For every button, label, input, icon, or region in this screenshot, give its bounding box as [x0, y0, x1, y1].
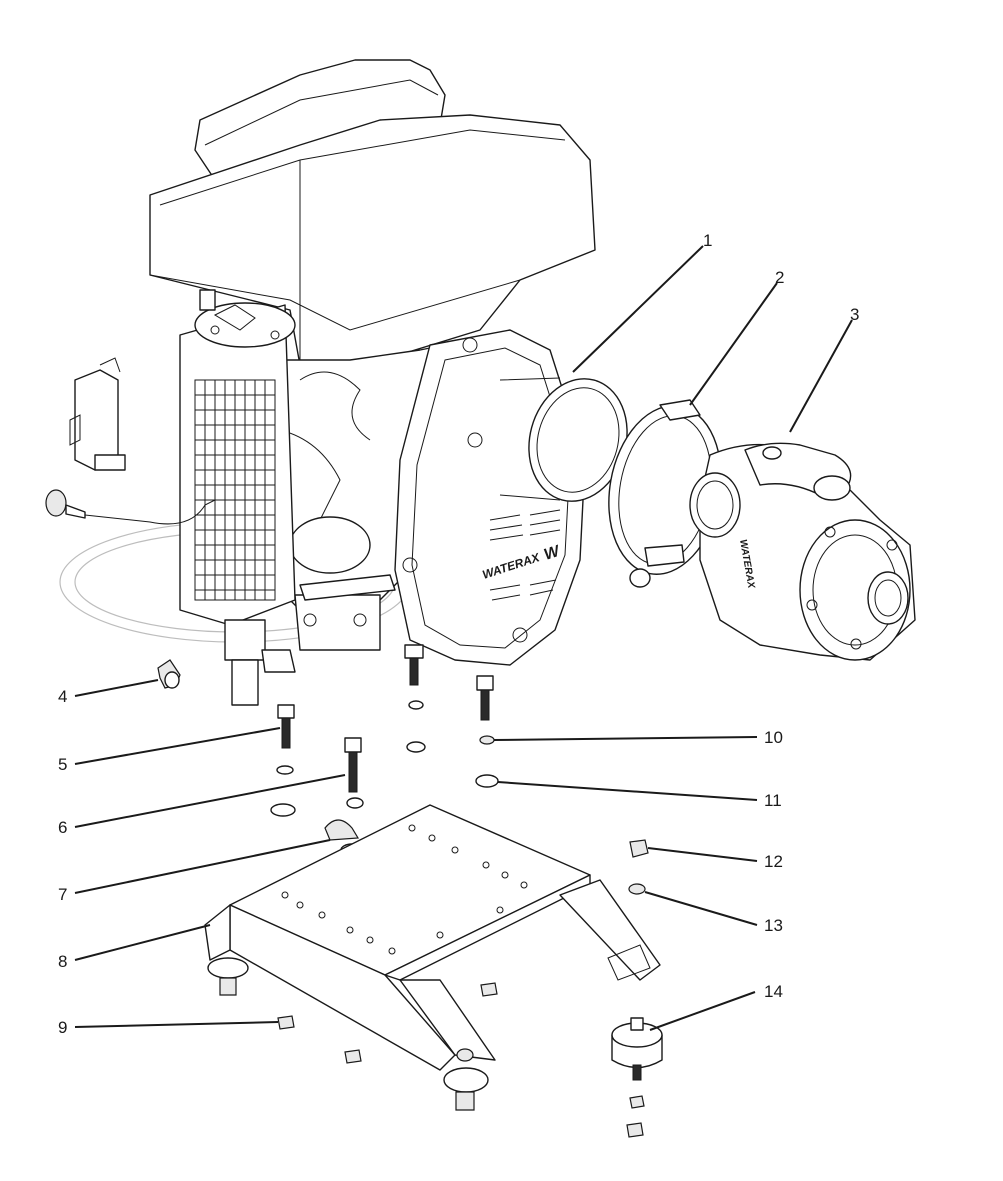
- callout-label-11: 11: [764, 791, 782, 810]
- washer: [629, 1095, 645, 1109]
- callout-leaders: [74, 245, 853, 1031]
- fasteners: [157, 659, 649, 1138]
- pump-cover-ribs: [489, 509, 561, 601]
- leader-2: [689, 282, 778, 406]
- callout-label-4: 4: [58, 687, 67, 706]
- callout-label-3: 3: [850, 305, 859, 324]
- base-frame-holes: [281, 824, 528, 955]
- part-13-washer: [628, 883, 646, 895]
- frame-foot: [443, 1067, 489, 1093]
- nut: [480, 982, 498, 997]
- callout-label-5: 5: [58, 755, 67, 774]
- part-9-nut: [277, 1015, 295, 1030]
- callout-label-6: 6: [58, 818, 67, 837]
- callout-label-1: 1: [703, 231, 712, 250]
- vibration-isolator: [611, 1017, 663, 1081]
- part-4-hose-clip: [157, 659, 181, 689]
- frame-foot: [207, 957, 249, 979]
- washer-small: [408, 700, 424, 710]
- nut: [626, 1122, 644, 1138]
- base-frame: [204, 804, 661, 1111]
- leader-10: [493, 736, 758, 741]
- leader-8: [74, 924, 211, 961]
- callout-label-13: 13: [764, 916, 783, 935]
- part-5-bolt: [276, 704, 295, 775]
- leader-14: [649, 991, 756, 1031]
- leader-13: [644, 891, 758, 926]
- pump-mounting-studs: [404, 644, 424, 686]
- callout-label-8: 8: [58, 952, 67, 971]
- part-11-flat-washer: [475, 774, 499, 788]
- part-12-nut: [629, 839, 649, 858]
- throttle-control-bracket: [69, 357, 126, 471]
- pump-volute-body: WATERAX: [689, 442, 916, 661]
- callout-label-10: 10: [764, 728, 783, 747]
- leader-3: [789, 319, 853, 433]
- callout-label-9: 9: [58, 1018, 67, 1037]
- washer-medium: [406, 741, 426, 753]
- pump-bolt: [476, 675, 494, 721]
- part-6-bolt: [270, 737, 364, 817]
- leader-11: [497, 781, 758, 801]
- leader-4: [74, 679, 159, 697]
- leader-6: [74, 774, 346, 828]
- leader-7: [74, 839, 331, 894]
- callout-label-14: 14: [764, 982, 783, 1001]
- engine-shroud: [149, 114, 596, 371]
- leader-5: [74, 727, 281, 765]
- muffler-heat-shield-grid: [194, 379, 276, 601]
- leader-12: [647, 847, 758, 862]
- throttle-cable: [45, 489, 216, 525]
- callout-label-2: 2: [775, 268, 784, 287]
- callout-label-12: 12: [764, 852, 783, 871]
- callout-label-7: 7: [58, 885, 67, 904]
- callout-labels: 1 2 3 4 5 6 7 8 9 10 11 12 13 14: [58, 231, 859, 1037]
- leader-1: [572, 245, 704, 373]
- part-10-lock-washer: [479, 735, 495, 745]
- nut: [344, 1049, 362, 1064]
- pump-end-cover: WATERAX W: [394, 329, 628, 666]
- leader-9: [74, 1021, 279, 1028]
- muffler: [179, 289, 296, 706]
